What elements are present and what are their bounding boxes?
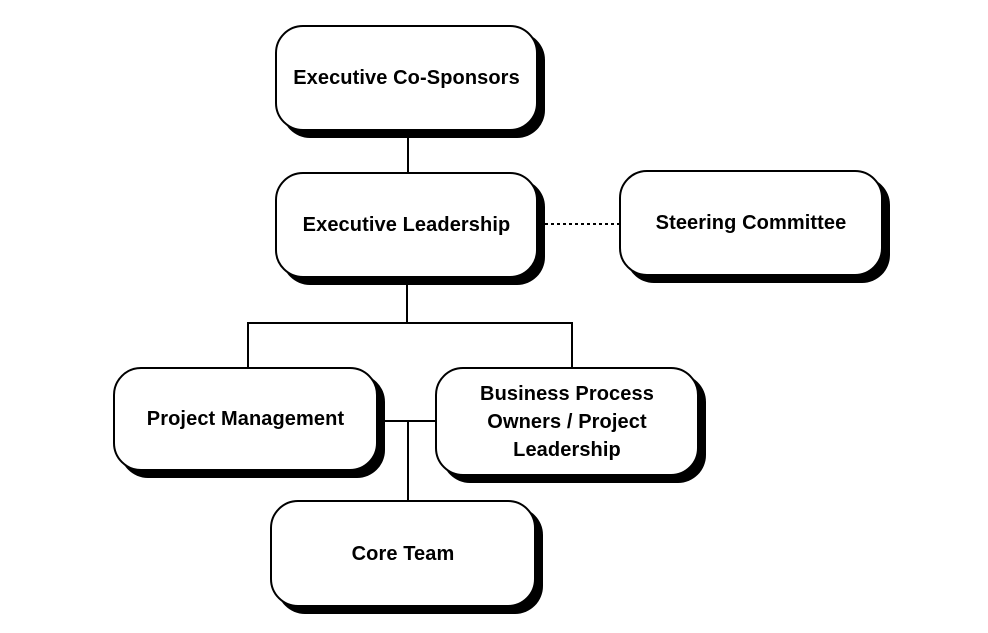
node-label: Executive Leadership [302,214,511,236]
node-executive-co-sponsors: Executive Co-Sponsors [275,25,538,131]
node-label: Executive Co-Sponsors [293,67,520,89]
node-label: Business Process Owners / Project Leader… [480,382,654,461]
edge-leadership-to-steering-dotted [545,223,619,225]
node-executive-leadership: Executive Leadership [275,172,538,278]
node-label: Core Team [351,542,455,565]
node-core-team: Core Team [270,500,536,607]
node-business-process-owners: Business Process Owners / Project Leader… [435,367,699,476]
node-label: Project Management [146,408,345,430]
edge-branch-to-project-management [247,322,249,368]
edge-leadership-stem [406,276,408,324]
node-steering-committee: Steering Committee [619,170,883,276]
edge-leadership-branch-horizontal [247,322,573,324]
node-project-management: Project Management [113,367,378,471]
node-label: Steering Committee [655,212,847,234]
edge-down-to-core-team [407,420,409,501]
edge-cosponsors-to-leadership [407,129,409,173]
edge-branch-to-business-process [571,322,573,368]
